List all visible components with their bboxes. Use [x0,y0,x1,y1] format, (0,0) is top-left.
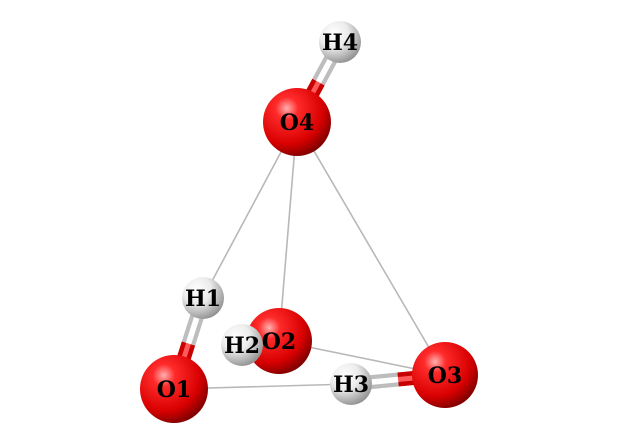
atom-o4: O4 [263,88,331,156]
atom-o1: O1 [140,355,208,423]
atom-label: O4 [280,110,314,136]
atom-h2: H2 [221,324,263,366]
atom-label: H2 [224,333,260,359]
atom-label: O3 [428,363,462,389]
hydrogen-sphere [319,21,361,63]
atom-label: H1 [185,286,221,312]
oxygen-sphere [412,342,478,408]
atom-label: H4 [322,30,358,56]
oxygen-sphere [246,308,312,374]
oxygen-sphere [140,355,208,423]
atom-o2: O2 [246,308,312,374]
atom-h1: H1 [182,277,224,319]
hydrogen-sphere [330,363,372,405]
atom-o3: O3 [412,342,478,408]
atom-label: H3 [333,372,369,398]
atom-label: O1 [157,377,191,403]
oxygen-sphere [263,88,331,156]
hydrogen-sphere [221,324,263,366]
atom-h3: H3 [330,363,372,405]
hydrogen-bond-o4-o2 [278,121,298,342]
atom-label: O2 [262,329,296,355]
hydrogen-bond-o4-o3 [296,121,446,376]
hydrogen-sphere [182,277,224,319]
atom-h4: H4 [319,21,361,63]
